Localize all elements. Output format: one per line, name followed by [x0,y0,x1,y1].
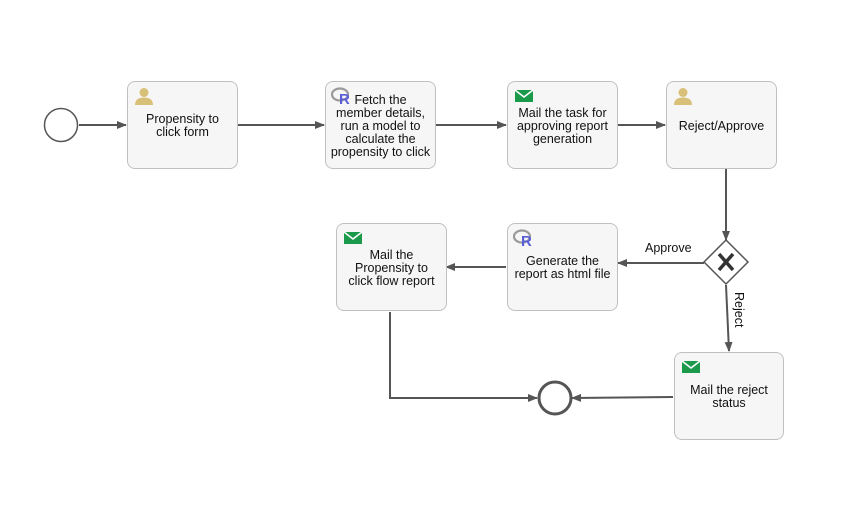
task-mail-flow-report[interactable]: Mail the Propensity to click flow report [336,223,447,311]
flow-t6-to-end[interactable] [389,312,538,402]
reject-label: Reject [732,292,746,328]
user-icon [135,88,153,105]
flow-t7-to-end[interactable] [571,393,674,402]
task-label: Fetch the member details, run a model to… [330,93,431,159]
end-event[interactable] [537,380,573,416]
task-label: Reject/Approve [678,119,765,133]
task-label: Mail the task for approving report gener… [516,106,609,146]
task-mail-approval[interactable]: Mail the task for approving report gener… [507,81,618,169]
task-generate-report[interactable]: R Generate the report as html file [507,223,618,311]
task-label: Mail the Propensity to click flow report [348,248,435,288]
task-fetch-member-details[interactable]: R Fetch the member details, run a model … [325,81,436,169]
r-script-icon: R [513,229,532,247]
flow-reject[interactable] [724,284,733,352]
svg-text:R: R [339,91,350,105]
mail-icon [514,89,534,102]
task-mail-reject-status[interactable]: Mail the reject status [674,352,784,440]
svg-text:R: R [521,233,532,247]
task-propensity-form[interactable]: Propensity to click form [127,81,238,169]
exclusive-gateway[interactable] [702,238,750,286]
x-icon [717,252,735,272]
task-label: Propensity to click form [146,112,219,139]
approve-label: Approve [645,241,692,255]
r-script-icon: R [331,87,350,105]
mail-icon [681,360,701,373]
task-reject-approve[interactable]: Reject/Approve [666,81,777,169]
task-label: Generate the report as html file [514,254,611,281]
mail-icon [343,231,363,244]
task-label: Mail the reject status [690,383,768,410]
user-icon [674,88,692,105]
start-event[interactable] [43,107,79,143]
